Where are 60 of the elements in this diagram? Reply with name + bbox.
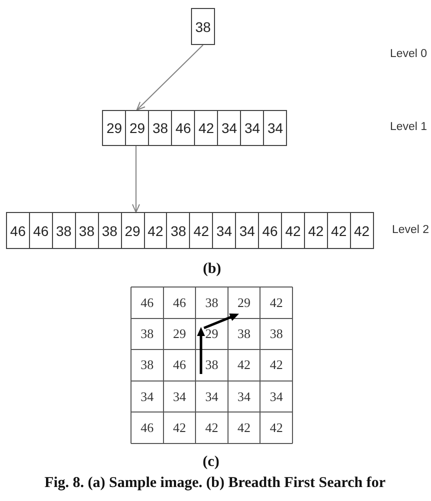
array-cell: 42 (304, 212, 328, 250)
matrix-value: 34 (263, 384, 290, 410)
array-cell: 34 (240, 110, 264, 146)
array-cell: 38 (74, 212, 99, 250)
matrix-value: 38 (134, 352, 160, 378)
array-cell: 46 (171, 110, 196, 146)
matrix-value: 34 (230, 384, 258, 410)
matrix-value: 46 (134, 415, 160, 440)
subfigure-label: (c) (202, 453, 220, 471)
matrix-value: 46 (166, 290, 193, 316)
array-cell: 38 (148, 110, 172, 146)
matrix-value: 29 (166, 321, 193, 347)
level-label: Level 0 (390, 48, 428, 62)
figure-caption: Fig. 8. (a) Sample image. (b) Breadth First Search for (44, 474, 386, 492)
matrix-value: 42 (263, 415, 290, 440)
arrow (196, 327, 205, 374)
matrix-value: 38 (198, 290, 225, 316)
array-cell: 34 (235, 212, 260, 250)
array-cell: 42 (350, 212, 374, 250)
matrix-value: 42 (230, 352, 258, 378)
level-label: Level 2 (392, 224, 430, 238)
array-cell: 29 (125, 110, 150, 146)
matrix-value: 42 (230, 415, 258, 440)
matrix-value: 38 (134, 321, 160, 347)
array-cell: 42 (326, 212, 351, 250)
array-cell: 29 (120, 212, 144, 250)
array-cell: 38 (166, 212, 190, 250)
matrix-value: 34 (166, 384, 193, 410)
array-cell: 34 (217, 110, 242, 146)
matrix-value: 29 (198, 321, 225, 347)
matrix-value: 38 (263, 321, 290, 347)
array-cell: 46 (258, 212, 282, 250)
matrix-value: 38 (198, 352, 225, 378)
arrow (204, 313, 239, 330)
matrix-value: 42 (198, 415, 225, 440)
matrix-value: 42 (166, 415, 193, 440)
subfigure-label: (b) (202, 260, 222, 278)
matrix-value: 38 (230, 321, 258, 347)
arrow (136, 44, 204, 110)
matrix-value: 42 (263, 290, 290, 316)
array-cell: 38 (98, 212, 122, 250)
array-cell: 42 (194, 110, 218, 146)
arrow (132, 146, 140, 213)
array-cell: 34 (212, 212, 236, 250)
matrix-value: 34 (134, 384, 160, 410)
array-cell: 46 (6, 212, 30, 250)
array-cell: 42 (281, 212, 305, 250)
matrix-value: 46 (166, 352, 193, 378)
array-cell: 34 (263, 110, 288, 146)
array-cell: 38 (52, 212, 76, 250)
array-cell: 42 (144, 212, 168, 250)
array-cell: 46 (28, 212, 53, 250)
matrix-value: 42 (263, 352, 290, 378)
matrix-value: 46 (134, 290, 160, 316)
array-cell: 42 (189, 212, 214, 250)
level-label: Level 1 (390, 121, 428, 135)
array-cell: 38 (191, 8, 215, 45)
matrix-value: 29 (230, 290, 258, 316)
matrix-value: 34 (198, 384, 225, 410)
array-cell: 29 (102, 110, 126, 146)
